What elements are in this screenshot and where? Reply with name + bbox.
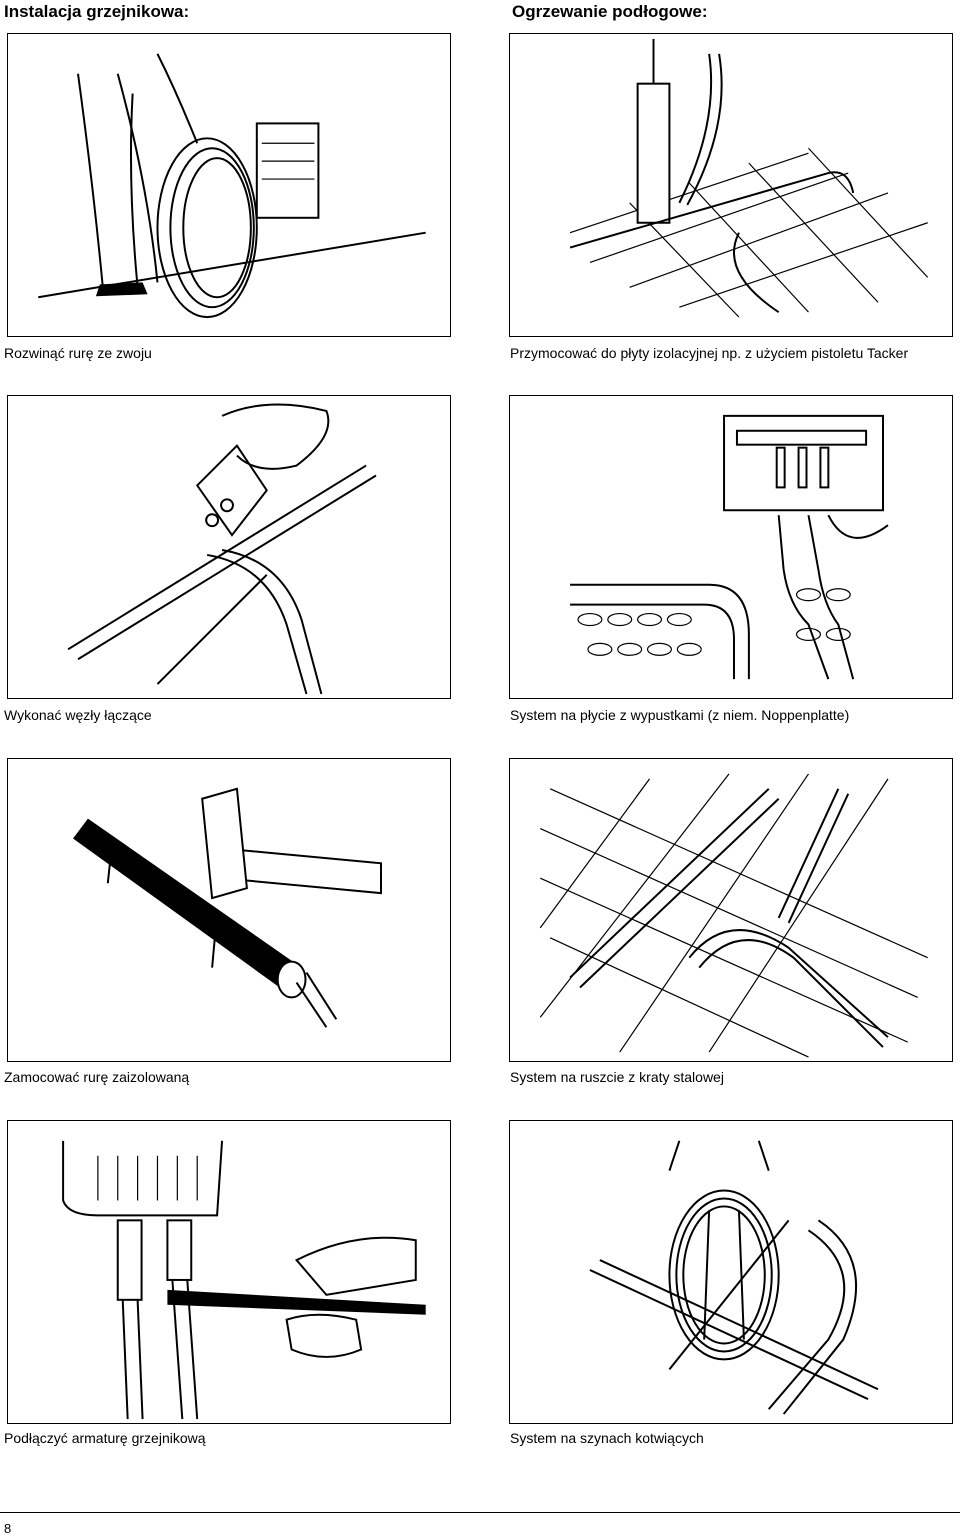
illustration-press-joint [7, 395, 451, 699]
studded-plate-system-illustration [570, 414, 889, 680]
caption-anchor-rail: System na szynach kotwiących [510, 1430, 704, 1446]
anchor-rail-system-illustration [589, 1140, 879, 1415]
illustration-studded-plate [509, 395, 953, 699]
caption-tacker-fixing: Przymocować do płyty izolacyjnej np. z u… [510, 345, 909, 361]
caption-steel-mesh: System na ruszcie z kraty stalowej [510, 1069, 724, 1085]
illustration-radiator-connection [7, 1120, 451, 1424]
caption-press-joint: Wykonać węzły łączące [4, 707, 152, 723]
press-tool-joint-illustration [67, 403, 377, 695]
illustration-unroll-coil [7, 33, 451, 337]
hammer-insulated-pipe-illustration [73, 787, 382, 1028]
radiator-valve-connection-illustration [62, 1140, 426, 1420]
illustration-steel-mesh [509, 758, 953, 1062]
caption-studded-plate: System na płycie z wypustkami (z niem. N… [510, 707, 850, 723]
caption-insulated-pipe: Zamocować rurę zaizolowaną [4, 1069, 190, 1085]
steel-mesh-grid-system-illustration [539, 773, 928, 1058]
tacker-gun-fixing-illustration [569, 38, 929, 318]
footer-divider [0, 1512, 960, 1513]
person-unrolling-coil-illustration [38, 53, 426, 319]
page-number: 8 [4, 1521, 12, 1536]
illustration-anchor-rail [509, 1120, 953, 1424]
caption-radiator-connection: Podłączyć armaturę grzejnikową [4, 1430, 206, 1446]
illustration-tacker-fixing [509, 33, 953, 337]
illustration-insulated-pipe [7, 758, 451, 1062]
heading-underfloor-heating: Ogrzewanie podłogowe: [512, 2, 708, 21]
caption-unroll-coil: Rozwinąć rurę ze zwoju [4, 345, 152, 361]
heading-radiator-installation: Instalacja grzejnikowa: [4, 2, 190, 21]
